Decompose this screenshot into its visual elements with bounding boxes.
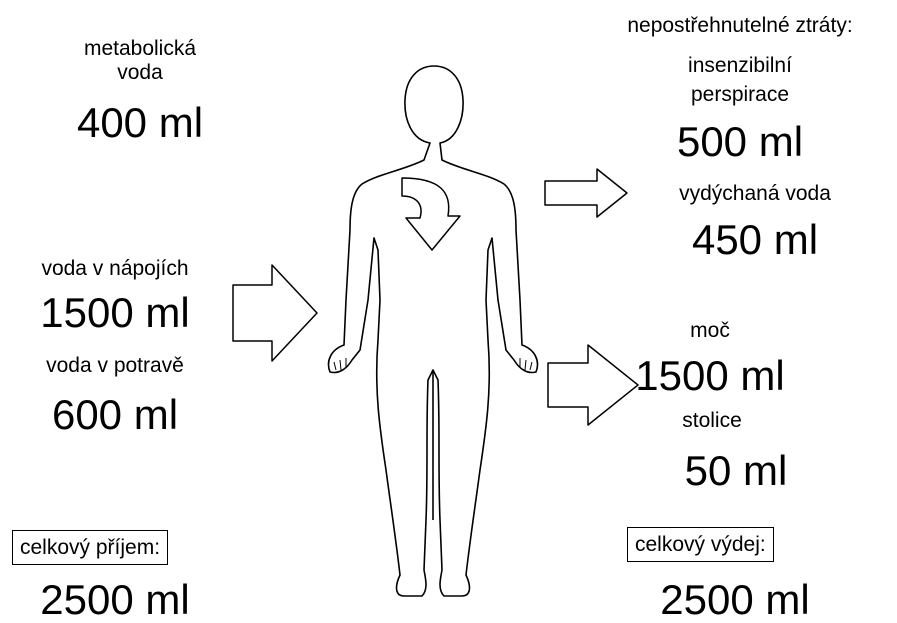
metabolic-water-value: 400 ml [30, 102, 250, 144]
total-output-value: 2500 ml [620, 579, 850, 621]
total-output-label-box: celkový výdej: [627, 527, 774, 562]
exhaled-water-value: 450 ml [640, 219, 870, 261]
metabolic-water-label-2: voda [30, 62, 250, 83]
insensible-loss-label-2: insenzibilní [585, 55, 895, 76]
exhaled-water-label: vydýchaná voda [640, 183, 870, 204]
stool-label: stolice [612, 410, 812, 431]
insensible-output-arrow [545, 169, 627, 217]
food-water-value: 600 ml [0, 394, 230, 436]
urine-label: moč [610, 320, 810, 341]
intake-arrow [233, 265, 317, 361]
drinks-water-label: voda v nápojích [0, 258, 230, 279]
stool-value: 50 ml [636, 450, 836, 492]
urine-value: 1500 ml [610, 355, 810, 397]
total-intake-value: 2500 ml [0, 579, 230, 621]
insensible-loss-label-1: nepostřehnutelné ztráty: [585, 15, 895, 36]
metabolic-water-label-1: metabolická [30, 38, 250, 59]
total-intake-label-box: celkový příjem: [12, 530, 168, 565]
drinks-water-value: 1500 ml [0, 292, 230, 334]
insensible-loss-label-3: perspirace [585, 84, 895, 105]
food-water-label: voda v potravě [0, 355, 230, 376]
human-body-outline [329, 66, 538, 596]
insensible-loss-value: 500 ml [585, 121, 895, 163]
